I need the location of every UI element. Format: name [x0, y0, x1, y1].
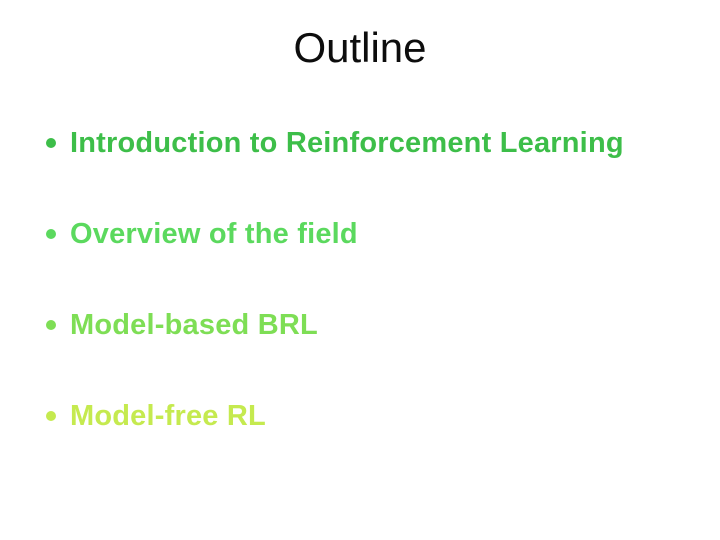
- bullet-icon: [46, 411, 56, 421]
- bullet-item: Model-based BRL: [46, 308, 700, 342]
- slide-title: Outline: [293, 24, 427, 71]
- bullet-item: Introduction to Reinforcement Learning: [46, 126, 700, 160]
- bullet-item: Overview of the field: [46, 217, 700, 251]
- bullet-label: Model-free RL: [70, 400, 266, 432]
- bullet-list: Introduction to Reinforcement Learning O…: [46, 126, 700, 490]
- bullet-label: Overview of the field: [70, 218, 358, 250]
- bullet-label: Introduction to Reinforcement Learning: [70, 127, 624, 159]
- bullet-icon: [46, 229, 56, 239]
- bullet-icon: [46, 138, 56, 148]
- bullet-label: Model-based BRL: [70, 309, 318, 341]
- bullet-icon: [46, 320, 56, 330]
- bullet-item: Model-free RL: [46, 399, 700, 433]
